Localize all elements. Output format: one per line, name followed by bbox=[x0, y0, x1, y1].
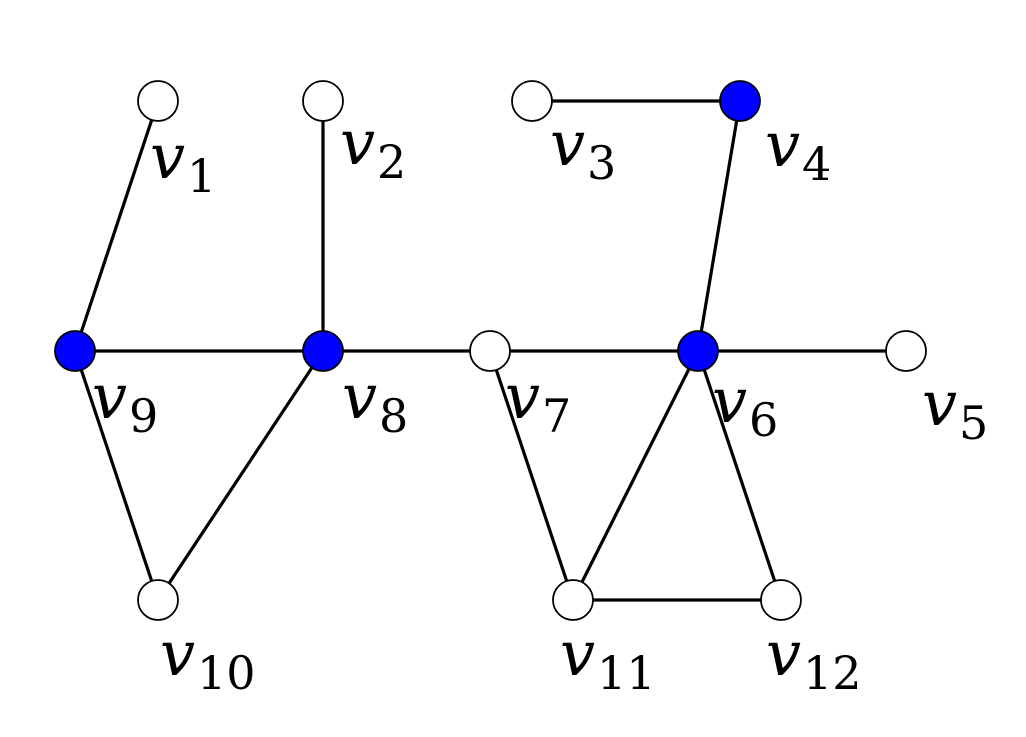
node-label-letter: v bbox=[922, 367, 957, 440]
node-label-v6: v6 bbox=[712, 364, 778, 447]
node-label-letter: v bbox=[550, 107, 585, 180]
node-label-subscript: 4 bbox=[802, 137, 831, 191]
node-label-letter: v bbox=[150, 120, 185, 193]
node-label-v11: v11 bbox=[560, 617, 656, 700]
node-label-letter: v bbox=[160, 617, 195, 690]
node-label-v2: v2 bbox=[340, 106, 406, 189]
node-v5 bbox=[885, 330, 927, 372]
node-label-v5: v5 bbox=[922, 367, 988, 450]
node-label-letter: v bbox=[340, 106, 375, 179]
edge-v6-v11 bbox=[571, 349, 700, 602]
node-v1 bbox=[137, 80, 179, 122]
node-label-letter: v bbox=[560, 617, 595, 690]
node-label-letter: v bbox=[766, 617, 801, 690]
node-v4 bbox=[719, 80, 761, 122]
node-label-letter: v bbox=[505, 360, 540, 433]
nodes-layer bbox=[54, 80, 927, 621]
node-v6 bbox=[677, 330, 719, 372]
node-v12 bbox=[760, 579, 802, 621]
node-label-v7: v7 bbox=[505, 360, 571, 443]
node-label-v9: v9 bbox=[92, 360, 158, 443]
edges-layer bbox=[73, 99, 908, 602]
node-label-v8: v8 bbox=[342, 360, 408, 443]
node-label-v10: v10 bbox=[160, 617, 256, 700]
node-label-v1: v1 bbox=[150, 120, 216, 203]
edge-v4-v6 bbox=[696, 99, 742, 353]
node-v8 bbox=[302, 330, 344, 372]
node-label-letter: v bbox=[92, 360, 127, 433]
node-label-v3: v3 bbox=[550, 107, 616, 190]
node-label-v4: v4 bbox=[765, 108, 831, 191]
node-label-subscript: 6 bbox=[749, 393, 778, 447]
node-v3 bbox=[511, 80, 553, 122]
node-label-subscript: 9 bbox=[129, 389, 158, 443]
node-label-subscript: 8 bbox=[379, 389, 408, 443]
node-label-letter: v bbox=[342, 360, 377, 433]
node-label-v12: v12 bbox=[766, 617, 862, 700]
node-label-letter: v bbox=[712, 364, 747, 437]
edge-v9-v10 bbox=[73, 349, 160, 602]
node-label-subscript: 11 bbox=[597, 646, 656, 700]
edge-v1-v9 bbox=[73, 99, 160, 353]
node-label-subscript: 2 bbox=[377, 135, 406, 189]
edge-v6-v12 bbox=[696, 349, 783, 602]
edge-v7-v11 bbox=[488, 349, 575, 602]
node-label-subscript: 12 bbox=[803, 646, 862, 700]
node-v9 bbox=[54, 330, 96, 372]
edge-v8-v10 bbox=[156, 349, 325, 602]
node-v2 bbox=[302, 80, 344, 122]
node-label-letter: v bbox=[765, 108, 800, 181]
node-v11 bbox=[552, 579, 594, 621]
node-label-subscript: 3 bbox=[587, 136, 616, 190]
node-v7 bbox=[469, 330, 511, 372]
node-label-subscript: 7 bbox=[542, 389, 571, 443]
node-label-subscript: 5 bbox=[959, 396, 988, 450]
node-label-subscript: 1 bbox=[187, 149, 216, 203]
node-label-subscript: 10 bbox=[197, 646, 256, 700]
node-v10 bbox=[137, 579, 179, 621]
